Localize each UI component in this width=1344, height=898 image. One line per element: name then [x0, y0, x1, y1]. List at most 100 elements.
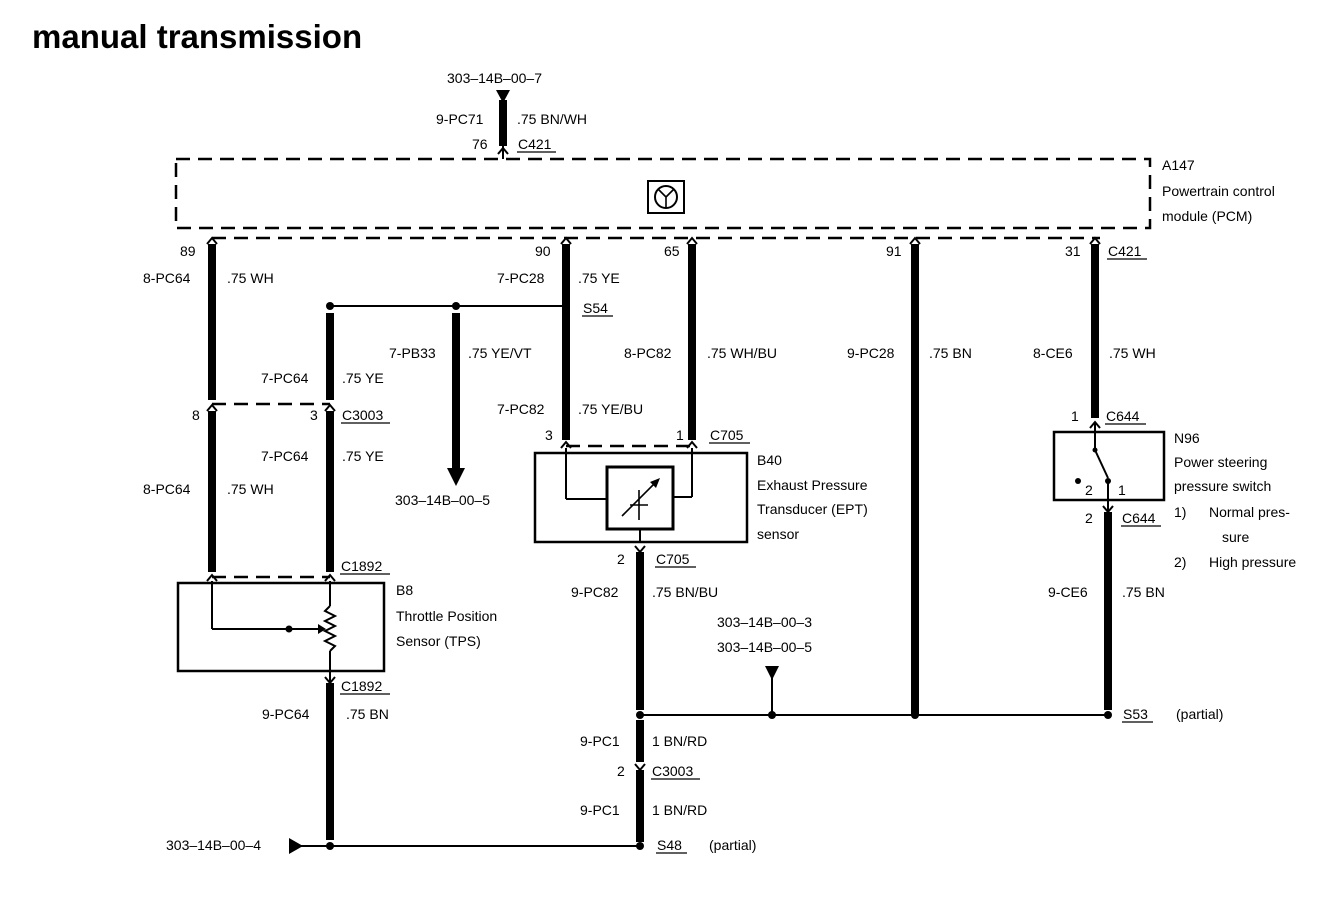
c705b-name: C705	[656, 551, 690, 567]
page-title: manual transmission	[32, 18, 363, 55]
w16-spec: 1 BN/RD	[652, 802, 707, 818]
c705a-pin-b: 1	[676, 427, 684, 443]
tps-resistor-icon	[322, 605, 338, 652]
w2-spec: .75 WH	[227, 270, 274, 286]
splice-s48: 303–14B–00–4 S48 (partial)	[166, 837, 756, 854]
ref-mid-left-arrow-icon	[447, 468, 465, 486]
ept-name-line2: Transducer (EPT)	[757, 501, 868, 517]
w12-circuit: 9-PC82	[571, 584, 619, 600]
w4-circuit: 7-PB33	[389, 345, 436, 361]
psps-name-line2: pressure switch	[1174, 478, 1271, 494]
wire-65: 8-PC82 .75 WH/BU	[624, 244, 777, 449]
c705a-pin-a: 3	[545, 427, 553, 443]
ept-name-line3: sensor	[757, 526, 799, 542]
ref-mid-left: 303–14B–00–5	[395, 492, 490, 508]
switch-contact-2: 2	[1085, 482, 1093, 498]
ept-sensor: B40 Exhaust Pressure Transducer (EPT) se…	[533, 448, 868, 544]
c705b-pin: 2	[617, 551, 625, 567]
ref-mid-right-arrow-icon	[765, 666, 779, 680]
w3-circuit: 7-PC28	[497, 270, 545, 286]
pin-90: 90	[535, 243, 551, 259]
c1892a-name: C1892	[341, 558, 382, 574]
ref-bottom-arrow-icon	[289, 838, 303, 854]
wire-tps-out: C1892 9-PC64 .75 BN	[262, 676, 390, 840]
wire-90: 7-PC28 .75 YE 7-PC82 .75 YE/BU	[497, 244, 643, 449]
s53-note: (partial)	[1176, 706, 1223, 722]
c3003b-pin: 2	[617, 763, 625, 779]
s48-note: (partial)	[709, 837, 756, 853]
psps-note1-line1: Normal pres-	[1209, 504, 1290, 520]
c644a-name: C644	[1106, 408, 1140, 424]
pin-65: 65	[664, 243, 680, 259]
wire-ept-out: 2 C705 9-PC82 .75 BN/BU	[571, 545, 718, 710]
psps-note2-num: 2)	[1174, 554, 1186, 570]
psps-id: N96	[1174, 430, 1200, 446]
w14-spec: .75 BN	[346, 706, 389, 722]
c3003a-pin-a: 8	[192, 407, 200, 423]
c3003a-name: C3003	[342, 407, 383, 423]
pcm-module: A147 Powertrain control module (PCM)	[174, 157, 1275, 230]
w4-spec: .75 YE/VT	[468, 345, 532, 361]
wire-pc64-ye: 7-PC64 .75 YE 7-PC64 .75 YE	[261, 313, 384, 582]
wire-switch-out: 2 C644 9-CE6 .75 BN	[1048, 500, 1165, 710]
c705a-name: C705	[710, 427, 744, 443]
c3003b-name: C3003	[652, 763, 693, 779]
c421-top-label: C421	[518, 136, 552, 152]
s48-label: S48	[657, 837, 682, 853]
c1892b-name: C1892	[341, 678, 382, 694]
c421-right-label: C421	[1108, 243, 1142, 259]
w11-spec: .75 WH	[227, 481, 274, 497]
s54-label: S54	[583, 300, 608, 316]
c644a-pin: 1	[1071, 408, 1079, 424]
ref-bottom: 303–14B–00–4	[166, 837, 261, 853]
tps-name-line1: Throttle Position	[396, 608, 497, 624]
w8-circuit: 8-CE6	[1033, 345, 1073, 361]
ept-name-line1: Exhaust Pressure	[757, 477, 868, 493]
power-steering-switch: 2 1 N96 Power steering pressure switch 1…	[1052, 430, 1296, 570]
w1-spec: .75 BN/WH	[517, 111, 587, 127]
psps-note2-text: High pressure	[1209, 554, 1296, 570]
w5-spec: .75 YE	[342, 370, 384, 386]
tps-sensor: C1892 B8 Throttle Position Sensor (TPS)	[176, 558, 497, 683]
pcm-id: A147	[1162, 157, 1195, 173]
pin-91: 91	[886, 243, 902, 259]
top-wire: 303–14B–00–7 9-PC71 .75 BN/WH 76 C421	[436, 70, 587, 159]
wire-pb33: 7-PB33 .75 YE/VT 303–14B–00–5	[389, 313, 532, 508]
w6-spec: .75 WH/BU	[707, 345, 777, 361]
splice-s54: S54	[326, 300, 613, 317]
pin-76: 76	[472, 136, 488, 152]
w15-spec: 1 BN/RD	[652, 733, 707, 749]
splice-s53: 303–14B–00–3 303–14B–00–5 S53 (partial)	[636, 614, 1223, 723]
w11-circuit: 8-PC64	[143, 481, 191, 497]
w7-circuit: 9-PC28	[847, 345, 895, 361]
w10-circuit: 7-PC64	[261, 448, 309, 464]
tps-id: B8	[396, 582, 413, 598]
c3003a-pin-b: 3	[310, 407, 318, 423]
pcm-name-line2: module (PCM)	[1162, 208, 1252, 224]
w12-spec: .75 BN/BU	[652, 584, 718, 600]
tps-name-line2: Sensor (TPS)	[396, 633, 481, 649]
w9-circuit: 7-PC82	[497, 401, 545, 417]
w9-spec: .75 YE/BU	[578, 401, 643, 417]
pin-31: 31	[1065, 243, 1081, 259]
w3-spec: .75 YE	[578, 270, 620, 286]
wire-89: 8-PC64 .75 WH 8-PC64 .75 WH	[143, 244, 274, 582]
psps-note1-line2: sure	[1222, 529, 1249, 545]
psps-note1-num: 1)	[1174, 504, 1186, 520]
w2-circuit: 8-PC64	[143, 270, 191, 286]
w13-spec: .75 BN	[1122, 584, 1165, 600]
s53-label: S53	[1123, 706, 1148, 722]
pcm-transistor-icon	[654, 185, 678, 209]
ref-mid-right-1: 303–14B–00–3	[717, 614, 812, 630]
ref-mid-right-2: 303–14B–00–5	[717, 639, 812, 655]
ept-id: B40	[757, 452, 782, 468]
w14-circuit: 9-PC64	[262, 706, 310, 722]
w1-circuit: 9-PC71	[436, 111, 484, 127]
w13-circuit: 9-CE6	[1048, 584, 1088, 600]
w16-circuit: 9-PC1	[580, 802, 620, 818]
wire-31: 8-CE6 .75 WH 1 C644	[1033, 244, 1156, 432]
c644b-pin: 2	[1085, 510, 1093, 526]
w10-spec: .75 YE	[342, 448, 384, 464]
psps-name-line1: Power steering	[1174, 454, 1267, 470]
